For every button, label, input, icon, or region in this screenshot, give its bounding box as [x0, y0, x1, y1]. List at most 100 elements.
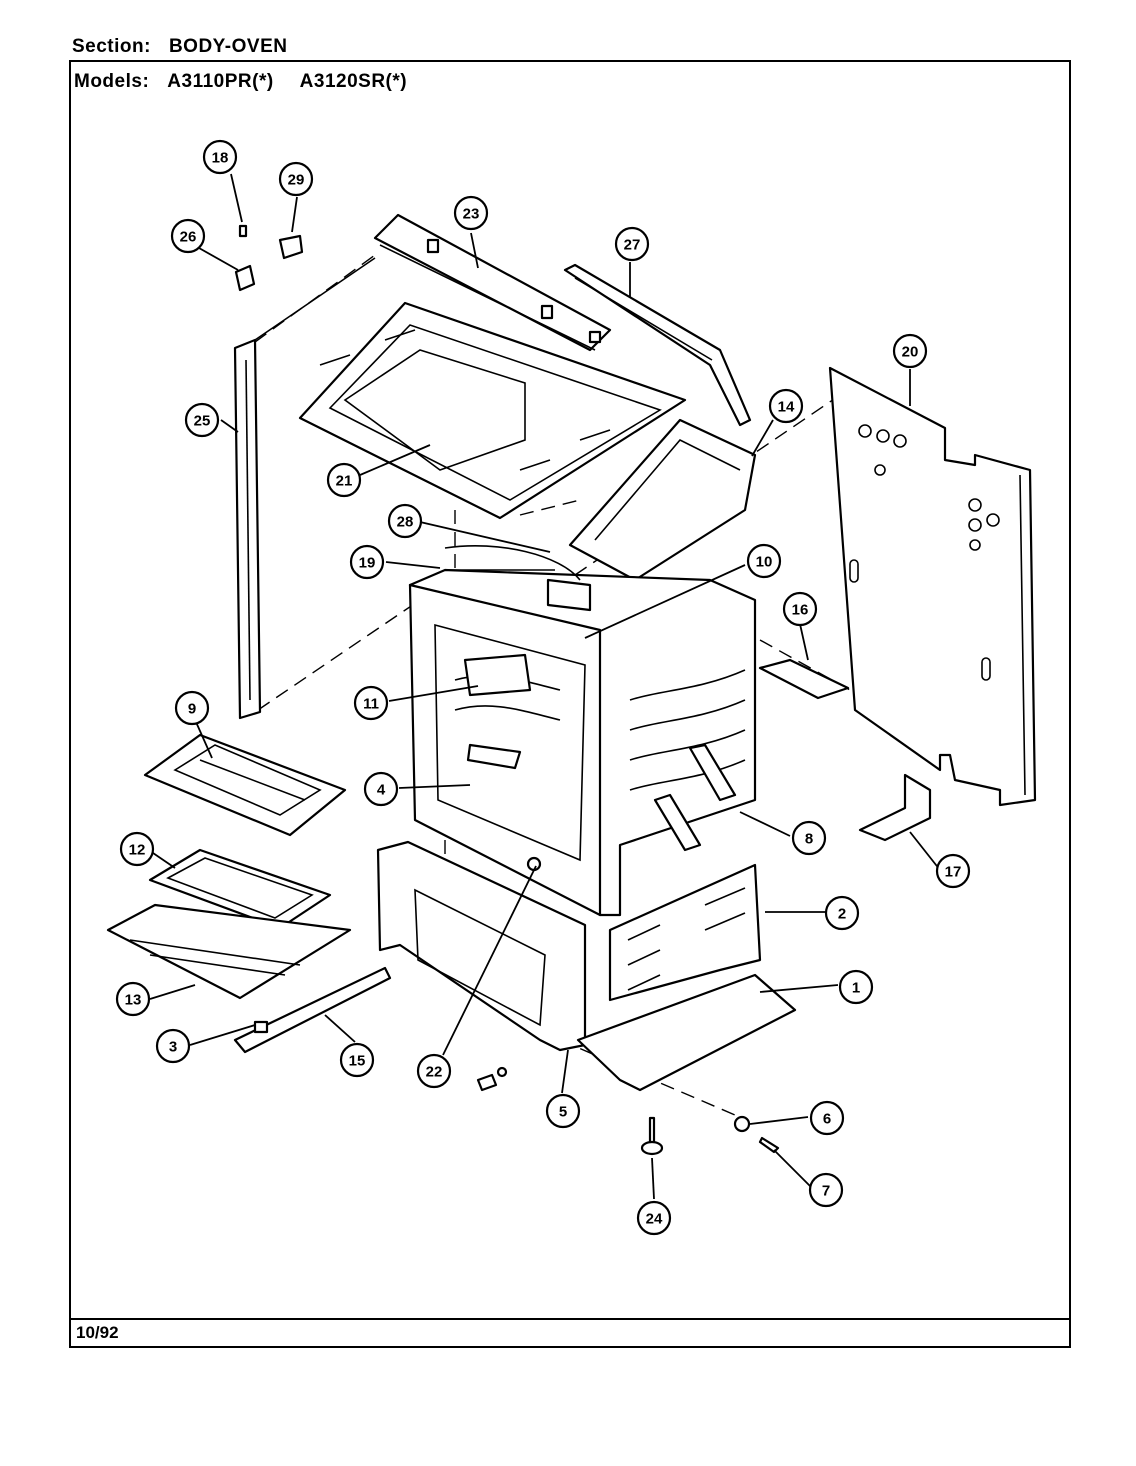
callout-circle	[453, 195, 489, 231]
callout-17: 17	[935, 853, 971, 889]
callout-21: 21	[326, 462, 362, 498]
part-15-rack-slide	[233, 966, 392, 1054]
part-9-broil-grid	[143, 733, 347, 837]
callout-number: 8	[805, 831, 813, 848]
callout-circle	[115, 981, 151, 1017]
part-14-vent-duct	[568, 418, 757, 582]
oven-cavity	[408, 545, 757, 917]
callout-circle	[808, 1172, 844, 1208]
callout-26: 26	[170, 218, 206, 254]
callout-circle	[278, 161, 314, 197]
callout-number: 11	[363, 696, 379, 713]
callout-25: 25	[184, 402, 220, 438]
callout-number: 24	[646, 1211, 663, 1228]
footer-date: 10/92	[76, 1323, 119, 1342]
models-heading: Models:A3110PR(*)A3120SR(*)	[74, 71, 407, 93]
callout-5: 5	[545, 1093, 581, 1129]
part-1-base	[576, 973, 797, 1092]
callout-number: 1	[852, 980, 860, 997]
part-13-oven-rack	[106, 903, 352, 1000]
callout-number: 7	[822, 1183, 830, 1200]
callout-10: 10	[746, 543, 782, 579]
callout-number: 18	[212, 150, 229, 167]
part-23-top-rail	[373, 213, 612, 352]
callout-circle	[746, 543, 782, 579]
callout-circle	[174, 690, 210, 726]
part-25-side-panel	[233, 257, 376, 720]
callout-circle	[892, 333, 928, 369]
callout-19: 19	[349, 544, 385, 580]
callout-number: 19	[359, 555, 376, 572]
callout-20: 20	[892, 333, 928, 369]
callout-number: 26	[180, 229, 197, 246]
callout-number: 3	[169, 1039, 177, 1056]
callout-number: 16	[792, 602, 809, 619]
callout-circle	[416, 1053, 452, 1089]
callout-11: 11	[353, 685, 389, 721]
callout-number: 25	[194, 413, 211, 430]
callout-number: 13	[125, 992, 142, 1009]
callout-number: 20	[902, 344, 919, 361]
part-16-shield	[758, 658, 850, 700]
callout-circle	[782, 591, 818, 627]
callout-circle	[155, 1028, 191, 1064]
callout-8: 8	[791, 820, 827, 856]
callout-9: 9	[174, 690, 210, 726]
footer-divider	[69, 1318, 1071, 1320]
callout-circle	[339, 1042, 375, 1078]
callout-circle	[791, 820, 827, 856]
callout-23: 23	[453, 195, 489, 231]
callout-15: 15	[339, 1042, 375, 1078]
callout-number: 17	[945, 864, 962, 881]
callout-number: 2	[838, 906, 846, 923]
callout-18: 18	[202, 139, 238, 175]
callout-6: 6	[809, 1100, 845, 1136]
callout-number: 15	[349, 1053, 366, 1070]
callout-number: 28	[397, 514, 414, 531]
callout-number: 23	[463, 206, 480, 223]
callout-1: 1	[838, 969, 874, 1005]
part-17-bracket	[858, 773, 932, 842]
callout-number: 29	[288, 172, 305, 189]
callout-14: 14	[768, 388, 804, 424]
callout-circle	[636, 1200, 672, 1236]
part-12-broil-pan	[148, 848, 332, 930]
callout-number: 12	[129, 842, 146, 859]
callout-13: 13	[115, 981, 151, 1017]
callout-circle	[326, 462, 362, 498]
callout-circle	[387, 503, 423, 539]
callout-circle	[809, 1100, 845, 1136]
callout-circle	[202, 139, 238, 175]
section-heading: Section:BODY-OVEN	[72, 36, 287, 58]
callout-circle	[184, 402, 220, 438]
callout-circle	[768, 388, 804, 424]
callout-number: 22	[426, 1064, 443, 1081]
callout-circle	[170, 218, 206, 254]
callout-circle	[353, 685, 389, 721]
models-label: Models:	[74, 71, 150, 92]
leader-lines	[149, 173, 941, 1200]
callout-3: 3	[155, 1028, 191, 1064]
callout-2: 2	[824, 895, 860, 931]
callout-number: 9	[188, 701, 196, 718]
callout-number: 5	[559, 1104, 567, 1121]
callout-4: 4	[363, 771, 399, 807]
callout-27: 27	[614, 226, 650, 262]
part-5-lower-front	[376, 840, 587, 1052]
callout-22: 22	[416, 1053, 452, 1089]
callout-29: 29	[278, 161, 314, 197]
callout-number: 6	[823, 1111, 831, 1128]
part-20-back-panel	[828, 366, 1037, 807]
small-hardware	[234, 224, 780, 1156]
part-27-rear-trim	[563, 263, 752, 427]
callout-16: 16	[782, 591, 818, 627]
callout-circle	[614, 226, 650, 262]
callout-28: 28	[387, 503, 423, 539]
callout-circle	[838, 969, 874, 1005]
callout-number: 10	[756, 554, 773, 571]
model-1: A3110PR(*)	[167, 71, 274, 92]
callout-number: 4	[377, 782, 386, 799]
diagram-frame	[69, 60, 1071, 1348]
section-label: Section:	[72, 36, 151, 57]
